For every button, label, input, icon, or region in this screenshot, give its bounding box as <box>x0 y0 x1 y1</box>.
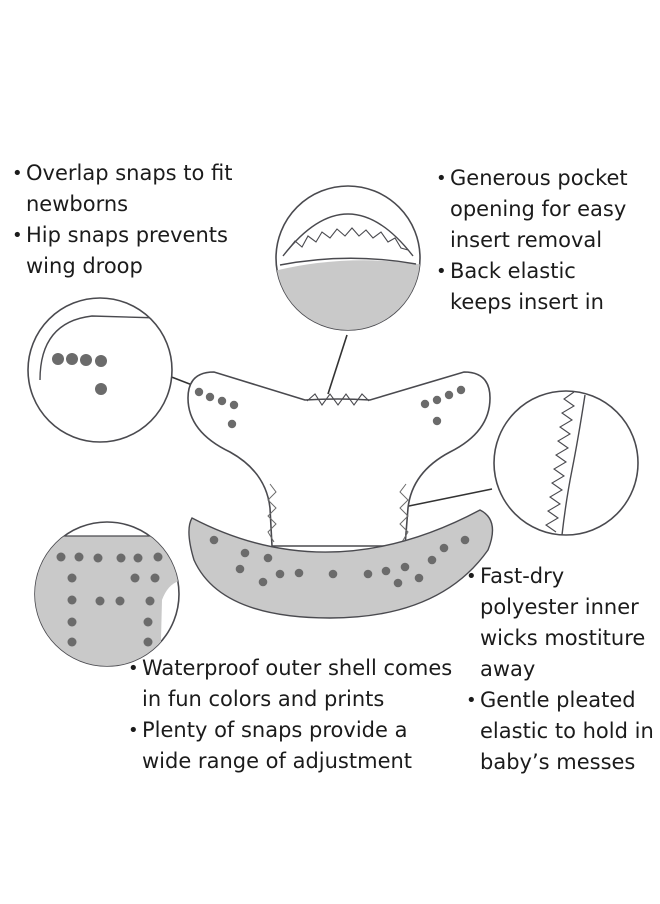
fabric-edge <box>561 394 586 535</box>
front-snap <box>294 568 304 578</box>
zoom-shell-snap <box>67 637 77 647</box>
diaper-outline <box>187 371 491 547</box>
zoom-circle-outline <box>493 390 639 536</box>
right-leg-elastic <box>399 483 409 543</box>
leader-line-pocket <box>327 334 348 395</box>
zoom-wing-snap <box>66 353 78 365</box>
right-wing-snap <box>432 395 442 405</box>
front-snap <box>263 553 273 563</box>
front-snap <box>235 564 245 574</box>
zoom-wing-snap <box>52 353 64 365</box>
front-snap <box>414 573 424 583</box>
zoom-shell-snap <box>67 617 77 627</box>
left-wing-snap <box>217 396 227 406</box>
front-snap <box>400 562 410 572</box>
zoom-circle-pocket <box>275 185 421 331</box>
zoom-circle-outline <box>27 297 173 443</box>
right-wing-snap <box>420 399 430 409</box>
wing-edge <box>39 315 172 381</box>
zoom-wing-snap <box>95 383 107 395</box>
zoom-shell-snap <box>67 573 77 583</box>
zoom-wing-snap <box>80 354 92 366</box>
zoom-shell-snap <box>143 617 153 627</box>
front-snap <box>275 569 285 579</box>
zoom-shell-snap <box>145 596 155 606</box>
pocket-rim <box>279 257 417 266</box>
pocket-opening-stitch <box>306 393 370 406</box>
left-wing-snap <box>205 392 215 402</box>
front-snap <box>240 548 250 558</box>
front-snap <box>328 569 338 579</box>
front-snap <box>427 555 437 565</box>
callout-wing-snaps: Overlap snaps to fit newborns Hip snaps … <box>12 158 274 282</box>
zoom-shell-snap <box>133 553 143 563</box>
zoom-shell-snap <box>95 596 105 606</box>
callout-item: Plenty of snaps provide a wide range of … <box>128 715 456 777</box>
zoom-circle-shell-snaps <box>34 521 180 667</box>
front-snap <box>393 578 403 588</box>
left-wing-snap <box>229 400 239 410</box>
callout-item: Gentle pleated elastic to hold in baby’s… <box>466 685 656 778</box>
zoom-shell-snap <box>74 552 84 562</box>
left-wing-snap <box>227 419 237 429</box>
front-snap <box>381 566 391 576</box>
right-wing-snap <box>444 390 454 400</box>
callout-pocket: Generous pocket opening for easy insert … <box>436 163 636 318</box>
diaper-body <box>187 371 491 547</box>
front-panel-snaps <box>209 535 470 588</box>
right-wing-snap <box>432 416 442 426</box>
zoom-shell-snap <box>153 552 163 562</box>
zoom-shell-snap <box>130 573 140 583</box>
pocket-fill <box>276 260 420 330</box>
pocket-top-curve <box>282 213 414 257</box>
callout-item: Back elastic keeps insert in <box>436 256 636 318</box>
pocket-stitching <box>287 227 409 251</box>
zoom-shell-snap <box>150 573 160 583</box>
zoom-shell-snap <box>56 552 66 562</box>
front-snap <box>460 535 470 545</box>
callout-item: Generous pocket opening for easy insert … <box>436 163 636 256</box>
right-wing-snap <box>456 385 466 395</box>
callout-item: Overlap snaps to fit newborns <box>12 158 274 220</box>
front-snap <box>258 577 268 587</box>
front-snap <box>209 535 219 545</box>
zoom-shell-snap <box>67 595 77 605</box>
callout-outer-shell: Waterproof outer shell comes in fun colo… <box>128 653 456 777</box>
pleated-elastic <box>544 391 576 533</box>
wing-snaps <box>194 385 466 429</box>
zoom-shell-snap <box>115 596 125 606</box>
zoom-shell-snap <box>143 637 153 647</box>
zoom-shell-snap <box>116 553 126 563</box>
zoom-circle-leg-elastic <box>493 390 639 536</box>
front-panel <box>188 509 494 619</box>
callout-item: Waterproof outer shell comes in fun colo… <box>128 653 456 715</box>
front-panel-shape <box>188 509 494 619</box>
callout-item: Fast-dry polyester inner wicks mostiture… <box>466 561 656 685</box>
zoom-shell-snap <box>93 553 103 563</box>
left-wing-snap <box>194 387 204 397</box>
front-snap <box>363 569 373 579</box>
front-snap <box>439 543 449 553</box>
left-leg-elastic <box>267 483 277 543</box>
callout-item: Hip snaps prevents wing droop <box>12 220 274 282</box>
callout-inner-and-elastic: Fast-dry polyester inner wicks mostiture… <box>466 561 656 778</box>
zoom-wing-snap <box>95 355 107 367</box>
zoom-circle-wing-snaps <box>27 297 173 443</box>
leader-line-inner-elastic <box>403 488 493 508</box>
